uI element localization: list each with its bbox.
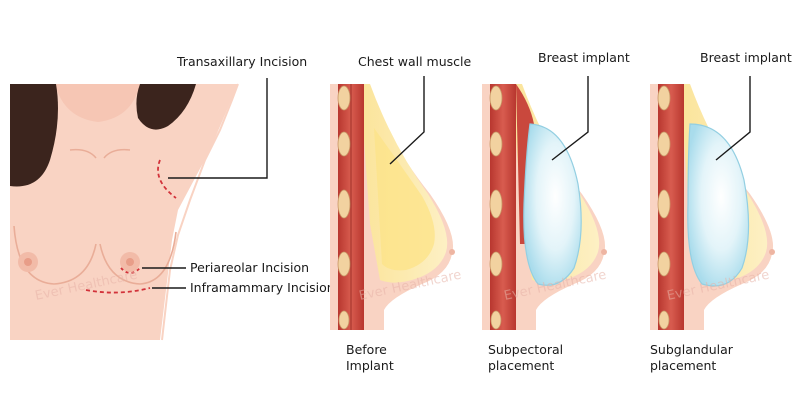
implant: [523, 123, 582, 286]
front-torso: [10, 83, 239, 341]
periareolar-incision: [120, 267, 141, 274]
implant-2-label: Breast implant: [700, 50, 792, 65]
inframammary-incision: [85, 287, 151, 294]
hair-left: [10, 84, 58, 187]
profile-subpectoral: [482, 84, 607, 330]
implant-1-leader: [551, 76, 589, 161]
implant-1-label: Breast implant: [538, 50, 630, 65]
chest-wall-label: Chest wall muscle: [358, 54, 471, 69]
inframammary-label: Inframammary Incision: [190, 280, 335, 295]
nipple-left: [24, 258, 32, 266]
arm-skin: [156, 84, 238, 340]
breast-right: [99, 231, 177, 285]
breast-left: [13, 225, 97, 285]
collarbone: [69, 148, 131, 159]
transaxillary-leader: [168, 78, 268, 179]
caption-before-line2: Implant: [346, 358, 394, 373]
implant: [687, 123, 750, 287]
torso-right-edge: [161, 83, 239, 341]
periareolar-label: Periareolar Incision: [190, 260, 309, 275]
transaxillary-label: Transaxillary Incision: [176, 54, 307, 69]
caption-subglandular-line2: placement: [650, 358, 716, 373]
nipple: [601, 249, 607, 255]
implant-2-leader: [715, 76, 751, 161]
ribs: [337, 85, 351, 330]
transaxillary-incision: [157, 159, 177, 199]
nipple: [449, 249, 455, 255]
neck: [55, 84, 140, 122]
ribs: [489, 85, 503, 330]
caption-subpectoral-line2: placement: [488, 358, 554, 373]
caption-before-line1: Before: [346, 342, 387, 357]
caption-subglandular-line1: Subglandular: [650, 342, 734, 357]
nipple-right: [126, 258, 134, 266]
nipple: [769, 249, 775, 255]
profile-subglandular: [650, 84, 775, 330]
chest-wall-leader: [389, 76, 425, 165]
hair-right: [136, 84, 196, 130]
gland-tissue: [374, 128, 435, 271]
caption-subpectoral-line1: Subpectoral: [488, 342, 563, 357]
ribs: [657, 85, 671, 330]
profile-before: [330, 84, 455, 330]
